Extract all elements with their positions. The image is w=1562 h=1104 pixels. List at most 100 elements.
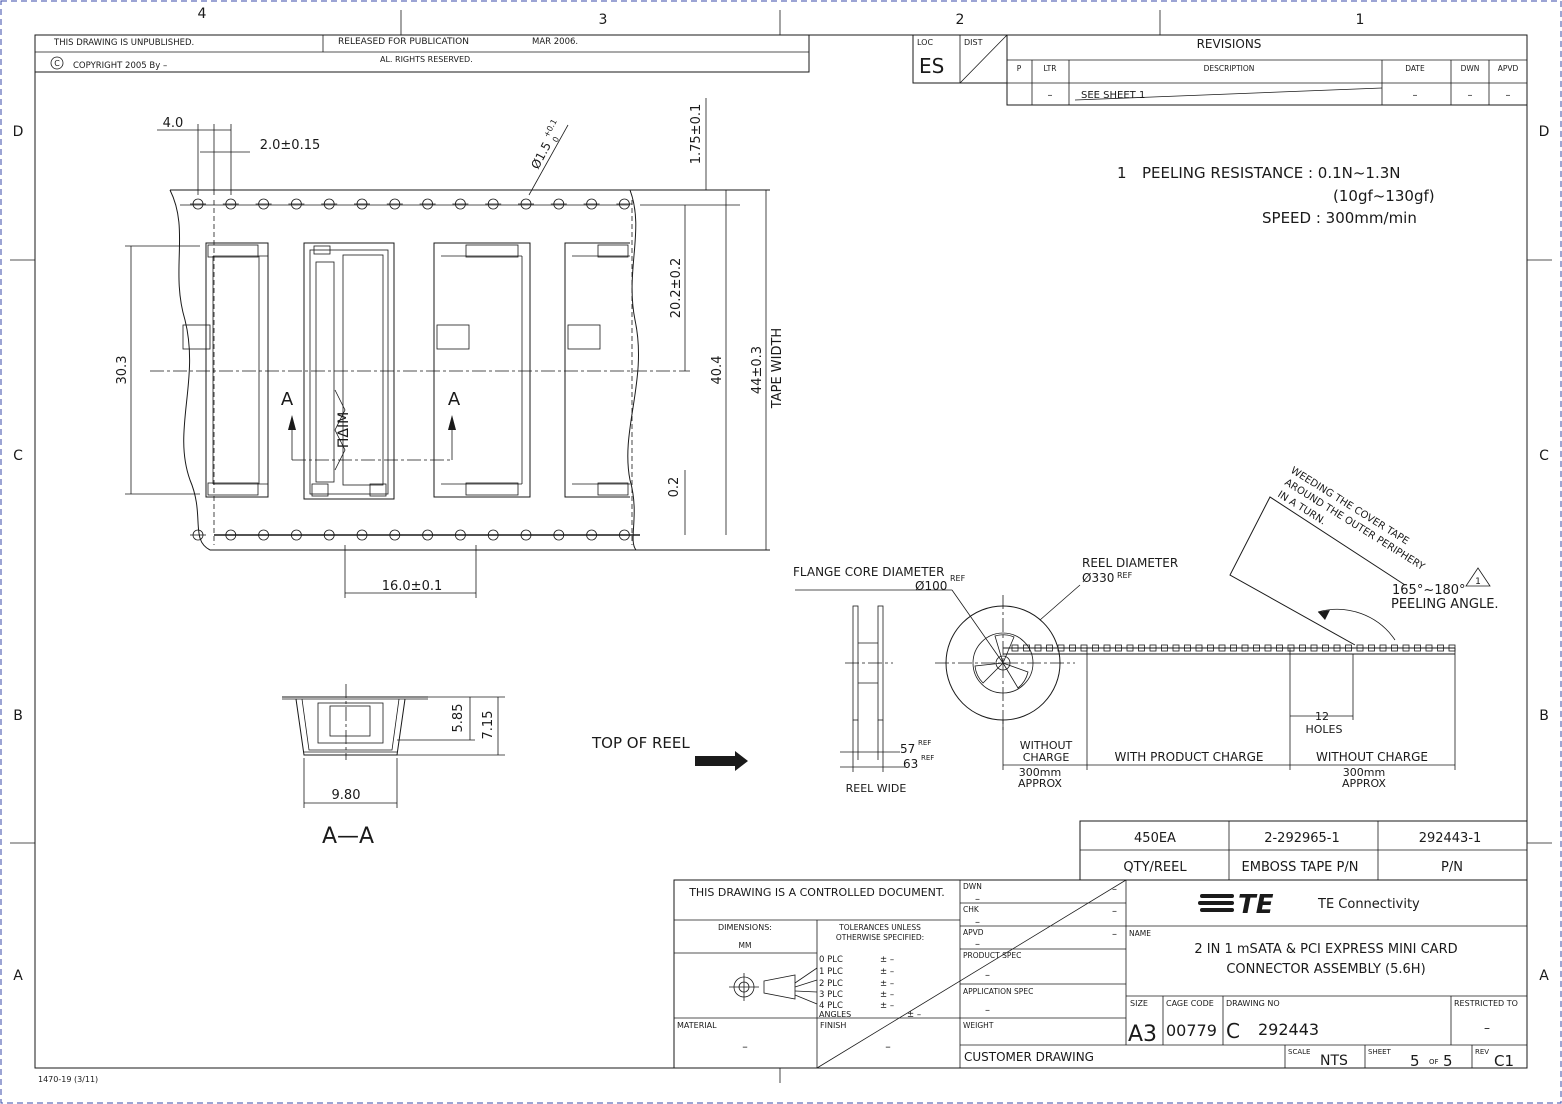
tape-width-label: TAPE WIDTH — [770, 328, 785, 409]
tape-pocket — [1092, 644, 1099, 652]
sheet-value: 5 — [1410, 1052, 1420, 1070]
without-charge-left-1: WITHOUT — [1020, 739, 1073, 752]
section-height-inner: 5.85 — [451, 704, 466, 733]
rev-apvd-value: – — [1506, 90, 1511, 101]
tape-pocket — [1149, 644, 1157, 652]
with-product-charge: WITH PRODUCT CHARGE — [1115, 750, 1264, 764]
tape-pocket — [1322, 644, 1329, 652]
chk-value: – — [975, 917, 980, 928]
flange-core-ref: REF — [950, 574, 966, 583]
tape-pocket — [1310, 644, 1318, 652]
tape-pocket — [1241, 644, 1249, 652]
dim-edge-offset: 1.75±0.1 — [689, 104, 704, 165]
zone-col-4: 4 — [198, 6, 207, 22]
rev-col-date: DATE — [1405, 64, 1425, 73]
zone-row-a-right: A — [1539, 968, 1549, 984]
pn-part: 292443-1 — [1419, 831, 1482, 846]
tape-pocket — [1230, 644, 1237, 652]
section-mark-left: A — [281, 389, 294, 410]
holes-count: 12 — [1315, 710, 1329, 723]
zone-row-c-left: C — [13, 448, 23, 464]
tape-pocket — [1379, 644, 1387, 652]
reel-diameter-value: Ø330 — [1082, 571, 1114, 585]
without-charge-right: WITHOUT CHARGE — [1316, 750, 1428, 764]
revisions-table — [1006, 34, 1528, 106]
unpublished-text: THIS DRAWING IS UNPUBLISHED. — [53, 38, 194, 48]
tape-leader-view — [695, 496, 1491, 771]
header-block: C — [34, 34, 810, 73]
approx-label-right: APPROX — [1342, 777, 1386, 790]
angles-label: ANGLES — [819, 1010, 851, 1019]
weight-label: WEIGHT — [963, 1021, 994, 1030]
dimensions-unit: MM — [739, 941, 752, 950]
section-mark-right: A — [448, 389, 461, 410]
released-text: RELEASED FOR PUBLICATION — [338, 37, 469, 47]
drawing-prefix: C — [1226, 1019, 1240, 1043]
copyright-text: COPYRIGHT 2005 By – — [73, 61, 167, 71]
flange-core-value: Ø100 — [915, 579, 947, 593]
reel-width-57: 57 — [900, 742, 915, 756]
section-width: 9.80 — [332, 788, 361, 803]
note1-sub: (10gf~130gf) — [1333, 187, 1435, 205]
tolerances-line1: TOLERANCES UNLESS — [838, 923, 921, 932]
carrier-tape-view: ΠΔΙΜ — [125, 98, 770, 598]
scale-label: SCALE — [1288, 1048, 1310, 1056]
empty-pocket-3 — [433, 242, 531, 498]
size-label: SIZE — [1130, 999, 1148, 1008]
apvd-value: – — [975, 939, 980, 950]
dim-half-pitch: 2.0±0.15 — [260, 138, 321, 153]
sheet-of: OF — [1429, 1058, 1439, 1066]
plc-2-value: ± – — [880, 979, 894, 989]
company-name: TE Connectivity — [1317, 897, 1420, 912]
rev-col-p: P — [1017, 64, 1022, 73]
rights-text: AL. RIGHTS RESERVED. — [380, 55, 473, 64]
plc-0-value: ± – — [880, 955, 894, 965]
tape-pocket — [1356, 644, 1364, 652]
tape-pocket — [1011, 644, 1019, 652]
dim-tape-width: 44±0.3 — [750, 346, 765, 394]
dim-cavity-length: 30.3 — [115, 356, 130, 385]
tape-pocket — [1299, 644, 1306, 652]
peel-angle-value: 165°~180° — [1392, 583, 1466, 598]
customer-drawing: CUSTOMER DRAWING — [964, 1050, 1094, 1064]
cage-value: 00779 — [1166, 1021, 1217, 1040]
zone-row-d-right: D — [1539, 124, 1550, 140]
tape-pocket — [1391, 644, 1398, 652]
restricted-value: – — [1484, 1021, 1490, 1035]
plc-0: 0 PLC — [819, 955, 843, 965]
sheet-total: 5 — [1443, 1052, 1453, 1070]
pn-emboss-label: EMBOSS TAPE P/N — [1242, 860, 1359, 875]
form-id: 1470-19 (3/11) — [38, 1075, 98, 1084]
angles-value: ± – — [907, 1010, 921, 1020]
rev-label: REV — [1475, 1048, 1489, 1056]
size-value: A3 — [1128, 1022, 1157, 1047]
product-spec-value: – — [985, 970, 990, 981]
note1-text: PEELING RESISTANCE : 0.1N~1.3N — [1142, 164, 1401, 182]
dim-pocket-width: 40.4 — [710, 356, 725, 385]
weeding-note-line2: AROUND THE OUTER PERIPHERY — [1282, 477, 1427, 573]
zone-row-b-left: B — [13, 708, 23, 724]
reel-side-view — [840, 605, 905, 772]
reel-diameter-label: REEL DIAMETER — [1082, 556, 1178, 570]
top-of-reel-label: TOP OF REEL — [591, 734, 690, 752]
te-logo: TE — [1238, 890, 1274, 920]
approx-len-right: 300mm — [1343, 766, 1385, 779]
rev-dwn-value: – — [1468, 90, 1473, 101]
finish-label: FINISH — [820, 1021, 846, 1030]
tape-pocket — [1103, 644, 1111, 652]
approx-len-left: 300mm — [1019, 766, 1061, 779]
dim-center-offset: 20.2±0.2 — [669, 258, 684, 319]
tape-pocket — [1345, 644, 1352, 652]
rev-description-value: SEE SHEET 1 — [1081, 90, 1145, 101]
tape-pocket — [1046, 644, 1053, 652]
tape-pocket — [1126, 644, 1134, 652]
name-label: NAME — [1129, 929, 1151, 938]
pn-part-label: P/N — [1441, 860, 1463, 875]
tape-pocket — [1333, 644, 1341, 652]
zone-col-3: 3 — [599, 12, 608, 28]
note1-number: 1 — [1117, 164, 1127, 182]
pn-emboss: 2-292965-1 — [1264, 831, 1340, 846]
tape-pocket — [1207, 644, 1214, 652]
release-date: MAR 2006. — [532, 37, 578, 47]
tape-pocket — [1172, 644, 1180, 652]
